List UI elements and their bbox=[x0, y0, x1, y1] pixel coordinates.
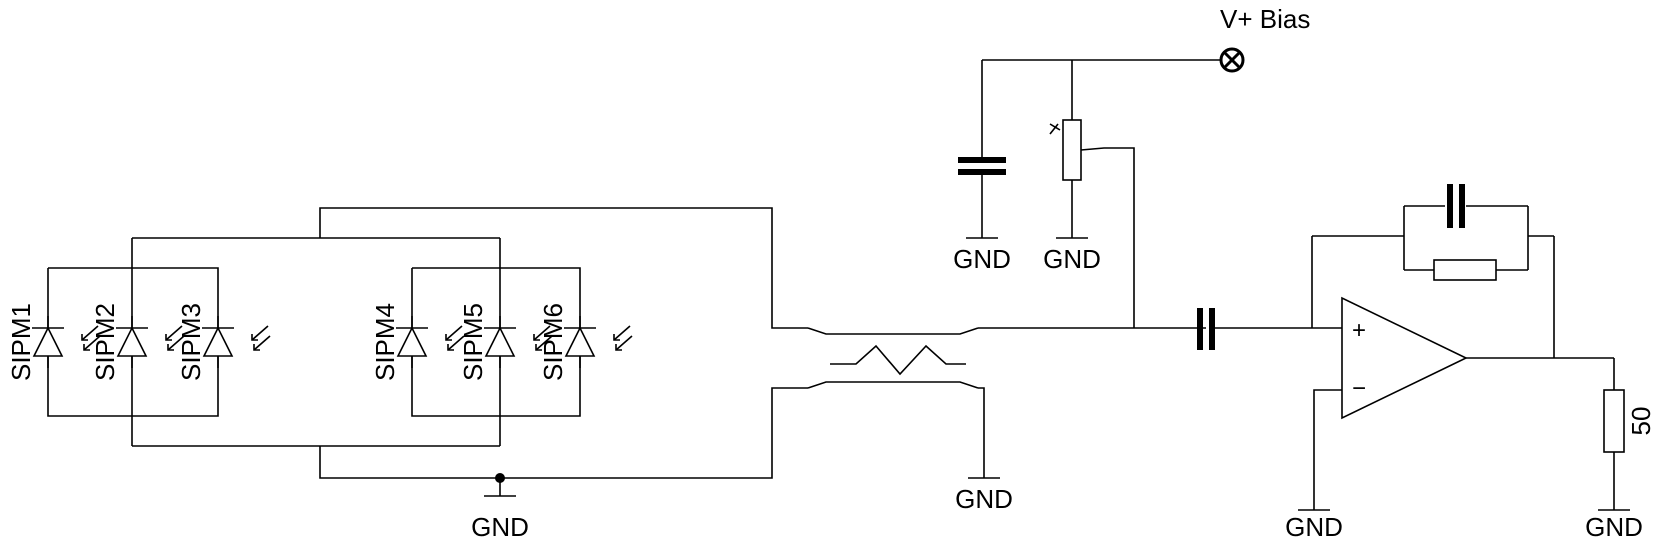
gnd-label-bias-pot: GND bbox=[1043, 244, 1101, 274]
coupling-capacitor-icon bbox=[1197, 308, 1215, 350]
sipm6-diode-icon bbox=[563, 315, 633, 369]
sipm5-label: SIPM5 bbox=[458, 303, 488, 381]
gnd-label-output: GND bbox=[1585, 512, 1643, 542]
interconnect-wires bbox=[319, 207, 808, 497]
sipm-group-left: SIPM1 SIPM2 SIPM3 bbox=[6, 237, 500, 447]
bias-potentiometer-icon bbox=[1062, 119, 1082, 181]
gnd-label-sipm: GND bbox=[471, 512, 529, 542]
sipm6-label: SIPM6 bbox=[538, 303, 568, 381]
sipm-group-right: SIPM4 SIPM5 SIPM6 bbox=[370, 238, 633, 446]
sipm2-label: SIPM2 bbox=[90, 303, 120, 381]
feedback-network bbox=[1311, 184, 1555, 358]
gnd-label-shield: GND bbox=[955, 484, 1013, 514]
gnd-label-opamp: GND bbox=[1285, 512, 1343, 542]
opamp-icon bbox=[1341, 296, 1468, 420]
bias-network bbox=[958, 47, 1245, 328]
opamp-plus-label: + bbox=[1352, 317, 1366, 344]
sipm2-diode-icon bbox=[115, 315, 185, 369]
bias-label: V+ Bias bbox=[1220, 4, 1310, 34]
bias-terminal-icon bbox=[1219, 47, 1245, 73]
gnd-label-bias-cap: GND bbox=[953, 244, 1011, 274]
sipm3-label: SIPM3 bbox=[176, 303, 206, 381]
transmission-line-icon bbox=[807, 327, 979, 389]
load-resistor-icon bbox=[1603, 389, 1625, 453]
feedback-resistor-icon bbox=[1433, 259, 1497, 281]
opamp-minus-label: − bbox=[1352, 375, 1366, 402]
sipm4-label: SIPM4 bbox=[370, 303, 400, 381]
sipm4-diode-icon bbox=[395, 315, 465, 369]
load-resistor-label: 50 bbox=[1626, 407, 1656, 436]
shield-ground-wire bbox=[978, 387, 985, 478]
sipm1-label: SIPM1 bbox=[6, 303, 36, 381]
sipm3-diode-icon bbox=[201, 315, 271, 369]
